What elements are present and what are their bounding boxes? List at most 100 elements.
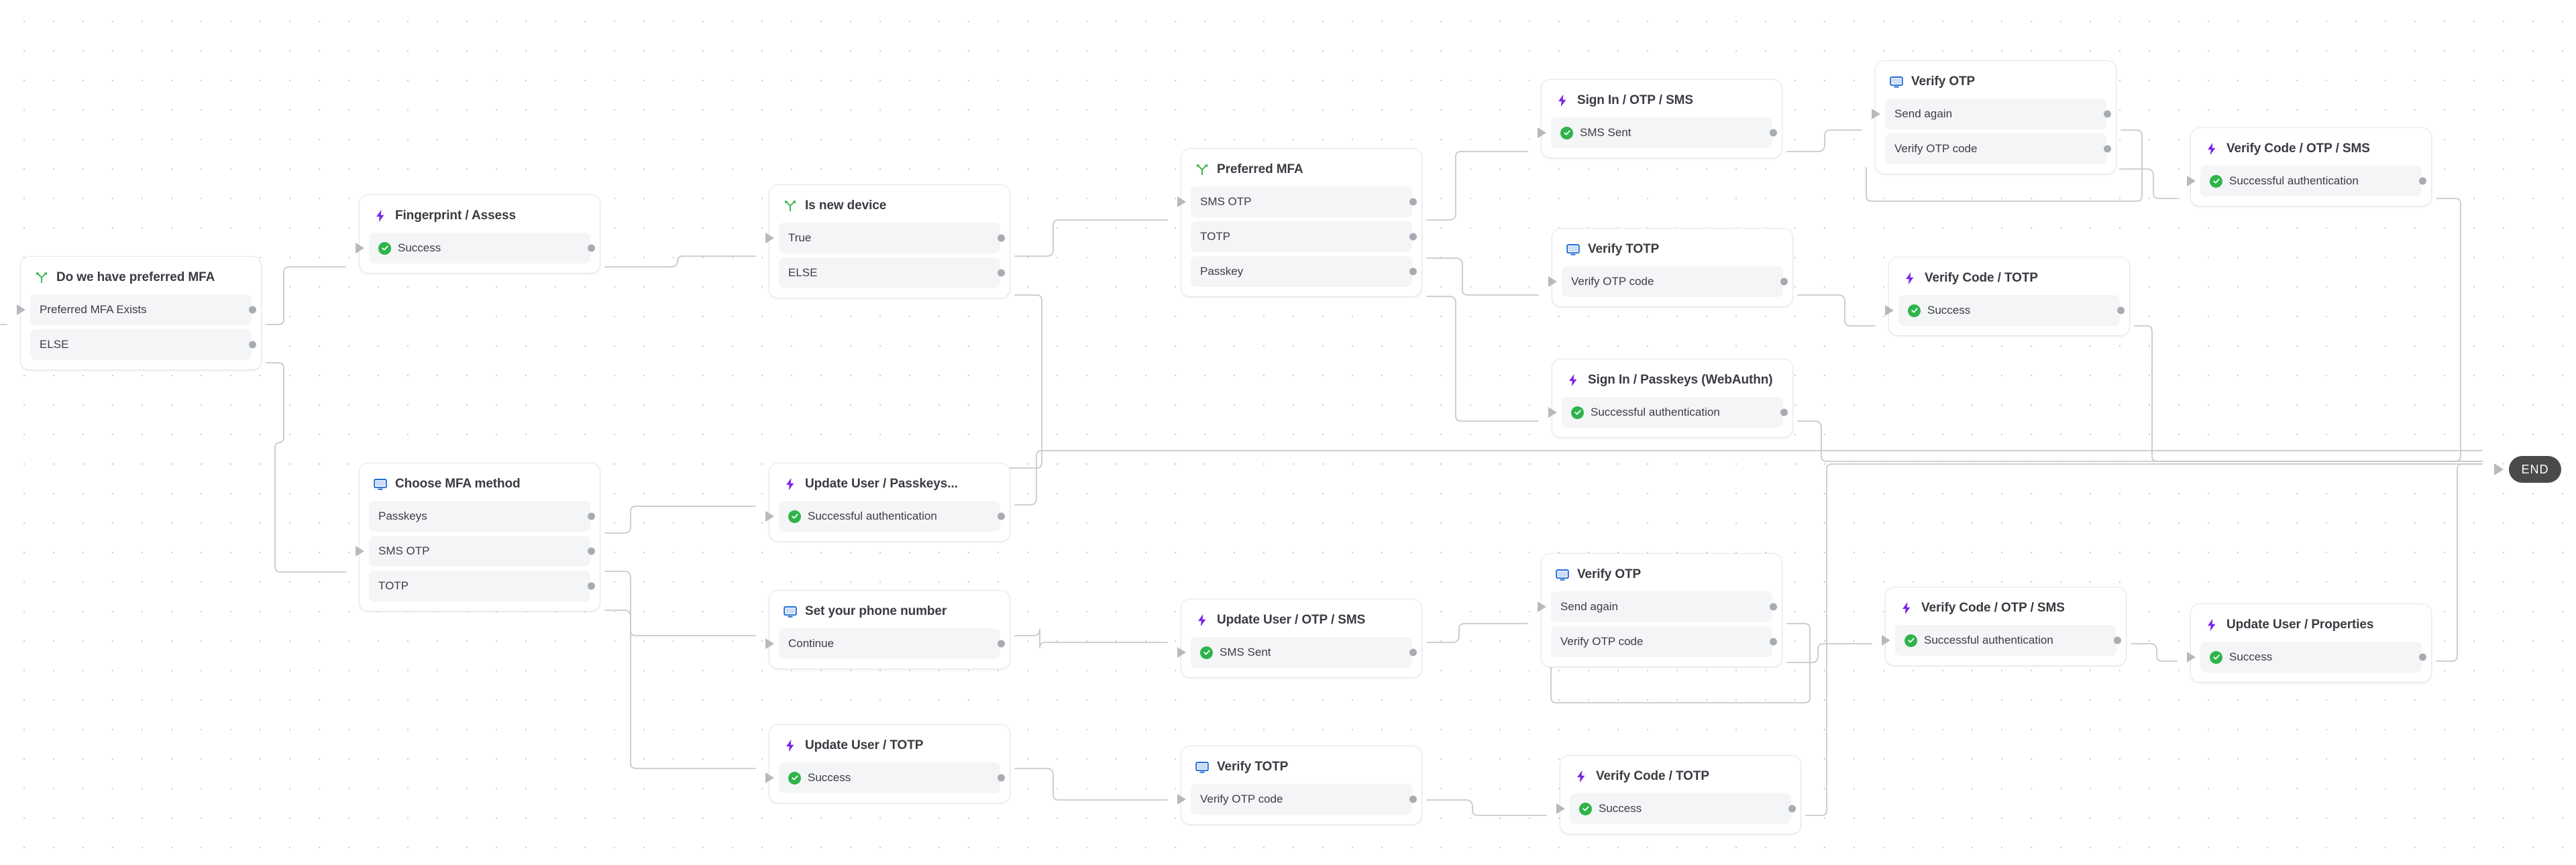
node-row[interactable]: TOTP — [1191, 221, 1417, 252]
edge — [1426, 257, 1539, 296]
flow-node-verify-code-totp-bottom[interactable]: Verify Code / TOTP Success — [1556, 755, 1801, 834]
flow-node-verify-totp-bottom[interactable]: Verify TOTP Verify OTP code — [1177, 746, 1422, 825]
node-title: Verify TOTP — [1217, 760, 1289, 774]
node-row[interactable]: SMS Sent — [1177, 637, 1417, 668]
output-port-handle[interactable] — [1770, 638, 1777, 646]
node-row[interactable]: SMS OTP — [1177, 186, 1417, 217]
node-title: Verify Code / TOTP — [1596, 769, 1709, 783]
output-port-handle[interactable] — [1780, 278, 1788, 286]
input-arrow-icon — [2187, 176, 2196, 186]
output-port-handle[interactable] — [2419, 653, 2426, 661]
node-row[interactable]: SMS OTP — [356, 536, 595, 567]
output-port-handle[interactable] — [1409, 198, 1417, 206]
output-port-handle[interactable] — [998, 269, 1005, 277]
output-port-handle[interactable] — [588, 582, 595, 590]
node-row[interactable]: Verify OTP code — [1885, 133, 2111, 164]
output-port-handle[interactable] — [249, 341, 256, 349]
success-check-icon — [1200, 646, 1213, 659]
flow-node-sign-in-passkeys-webauthn[interactable]: Sign In / Passkeys (WebAuthn) Successful … — [1548, 359, 1793, 438]
node-row[interactable]: SMS Sent — [1538, 117, 1777, 148]
action-icon — [1195, 613, 1210, 628]
output-port-handle[interactable] — [998, 234, 1005, 242]
node-row[interactable]: Successful authentication — [1882, 625, 2121, 656]
node-row[interactable]: Success — [1556, 793, 1796, 824]
action-icon — [1902, 271, 1917, 286]
node-row[interactable]: Success — [2187, 642, 2426, 673]
output-port-handle[interactable] — [998, 512, 1005, 520]
node-row[interactable]: Success — [356, 233, 595, 264]
node-row[interactable]: TOTP — [369, 571, 595, 601]
node-row[interactable]: Preferred MFA Exists — [17, 294, 256, 325]
node-header: Preferred MFA — [1191, 158, 1412, 186]
output-port-handle[interactable] — [1409, 268, 1417, 276]
output-port-handle[interactable] — [1788, 805, 1796, 813]
node-row[interactable]: Success — [765, 762, 1005, 793]
output-port-handle[interactable] — [588, 244, 595, 252]
node-row[interactable]: Send again — [1538, 591, 1777, 622]
output-port-handle[interactable] — [2104, 110, 2111, 118]
node-row[interactable]: Passkeys — [369, 501, 595, 532]
output-port-handle[interactable] — [249, 306, 256, 314]
output-port-handle[interactable] — [1770, 603, 1777, 611]
edge — [2436, 463, 2483, 662]
node-row[interactable]: Passkey — [1191, 256, 1417, 287]
flow-node-update-user-passkeys[interactable]: Update User / Passkeys... Successful auth… — [765, 463, 1010, 542]
node-row[interactable]: True — [765, 223, 1005, 253]
output-port-handle[interactable] — [1409, 795, 1417, 803]
output-port-handle[interactable] — [998, 774, 1005, 782]
node-row[interactable]: Verify OTP code — [1548, 266, 1788, 297]
output-port-handle[interactable] — [588, 512, 595, 520]
node-row[interactable]: Continue — [765, 628, 1005, 659]
output-port-handle[interactable] — [2117, 306, 2125, 314]
success-check-icon — [1579, 802, 1592, 815]
node-header: Is new device — [779, 194, 1000, 223]
output-port-handle[interactable] — [1770, 129, 1777, 137]
output-port-handle[interactable] — [998, 640, 1005, 648]
output-port-handle[interactable] — [1409, 233, 1417, 241]
input-arrow-icon — [1556, 803, 1565, 814]
node-row[interactable]: Verify OTP code — [1551, 626, 1777, 657]
node-row[interactable]: ELSE — [30, 329, 256, 360]
edge — [1426, 623, 1528, 643]
input-arrow-icon — [1177, 196, 1186, 207]
node-header: Verify OTP — [1551, 563, 1772, 591]
action-icon — [783, 477, 798, 492]
node-row[interactable]: Successful authentication — [1548, 397, 1788, 428]
output-port-handle[interactable] — [2114, 636, 2121, 644]
node-row[interactable]: Successful authentication — [2187, 166, 2426, 196]
output-port-handle[interactable] — [1780, 408, 1788, 416]
node-row[interactable]: Verify OTP code — [1177, 784, 1417, 815]
input-arrow-icon — [1872, 109, 1880, 119]
node-title: Update User / Passkeys... — [805, 477, 958, 491]
node-title: Sign In / Passkeys (WebAuthn) — [1588, 373, 1773, 387]
node-row[interactable]: ELSE — [779, 257, 1005, 288]
node-row[interactable]: Send again — [1872, 99, 2111, 129]
node-row[interactable]: Successful authentication — [765, 501, 1005, 532]
edge — [777, 294, 1042, 469]
node-row-label: ELSE — [40, 338, 69, 351]
node-row[interactable]: Success — [1885, 295, 2125, 326]
output-port-handle[interactable] — [1409, 648, 1417, 656]
node-row-label: Success — [1927, 304, 1971, 316]
output-port-handle[interactable] — [588, 547, 595, 555]
end-node[interactable]: END — [2509, 456, 2561, 483]
output-port-handle[interactable] — [2419, 177, 2426, 185]
output-port-handle[interactable] — [2104, 145, 2111, 153]
